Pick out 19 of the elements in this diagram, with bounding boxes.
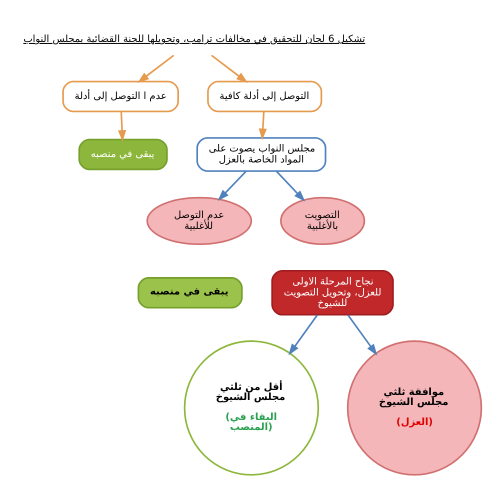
node-circle: أقل من ثلثي مجلس الشيوخ (البقاء في المنصب) bbox=[184, 340, 320, 476]
node-ellipse: التصويت بالأغلبية bbox=[280, 196, 366, 245]
node-box: يبقى في منصبه bbox=[78, 138, 168, 170]
node-box: عدم ا التوصل إلى أدلة bbox=[62, 80, 179, 112]
node-box: مجلس النواب يصوت على المواد الخاصة بالعزل bbox=[196, 137, 326, 172]
arrow bbox=[211, 54, 248, 83]
arrow bbox=[258, 112, 267, 140]
arrow bbox=[218, 170, 247, 201]
node-circle: موافقة ثلثي مجلس الشيوخ (العزل) bbox=[346, 340, 482, 476]
arrow bbox=[347, 314, 378, 356]
arrow bbox=[276, 170, 306, 202]
node-ellipse: عدم التوصل للأغلبية bbox=[146, 196, 252, 245]
arrow bbox=[137, 54, 174, 83]
node-box: يبقى في منصبه bbox=[138, 277, 243, 309]
node-box: نجاح المرحلة الاولى للعزل، وتحويل التصويت للشيوخ bbox=[271, 270, 394, 316]
node-text: تشكيل 6 لجان للتحقيق في مخالفات ترامب، وتحويلها للجنة القضائية بمجلس النواب bbox=[23, 34, 366, 45]
node-box: التوصل إلى أدلة كافية bbox=[207, 80, 322, 112]
arrow bbox=[118, 112, 126, 142]
arrow bbox=[288, 314, 318, 356]
